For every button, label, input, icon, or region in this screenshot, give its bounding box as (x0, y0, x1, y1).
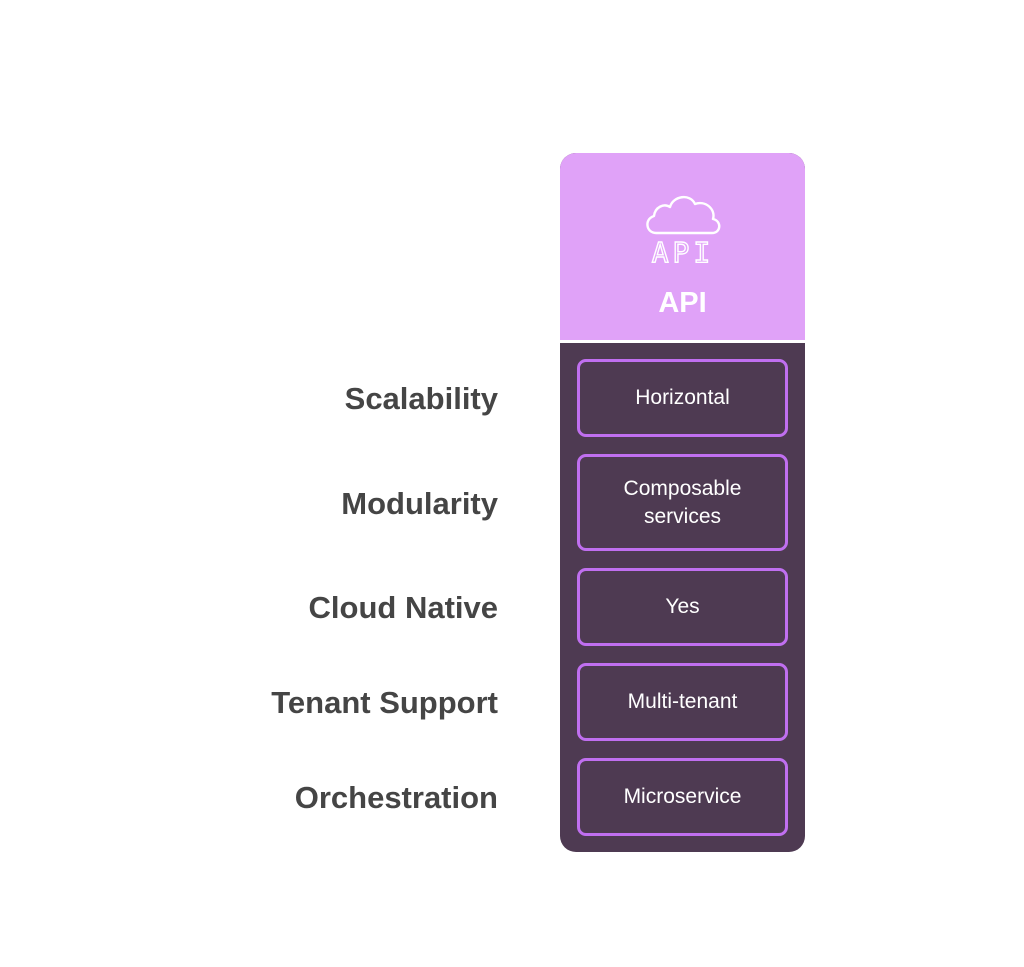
column-title: API (658, 287, 707, 319)
cell-value: Horizontal (635, 386, 730, 409)
cell-tenant-support: Multi-tenant (577, 663, 788, 741)
cell-value: Yes (665, 595, 700, 618)
row-label-orchestration: Orchestration (294, 780, 498, 815)
cell-value: Composable services (623, 476, 742, 528)
row-label-tenant-support: Tenant Support (271, 685, 498, 720)
cell-value: Microservice (623, 785, 742, 808)
cell-value: Multi-tenant (627, 690, 738, 713)
row-label-scalability: Scalability (344, 381, 498, 416)
cell-orchestration: Microservice (577, 758, 788, 836)
cell-cloud-native: Yes (577, 568, 788, 646)
header-divider (560, 340, 805, 343)
row-label-modularity: Modularity (341, 486, 498, 521)
api-column-header: API API (560, 153, 805, 340)
cloud-api-icon: API (646, 196, 721, 269)
row-label-cloud-native: Cloud Native (308, 590, 498, 625)
cell-scalability: Horizontal (577, 359, 788, 437)
cell-modularity: Composable services (577, 454, 788, 551)
api-icon-text: API (652, 236, 715, 269)
